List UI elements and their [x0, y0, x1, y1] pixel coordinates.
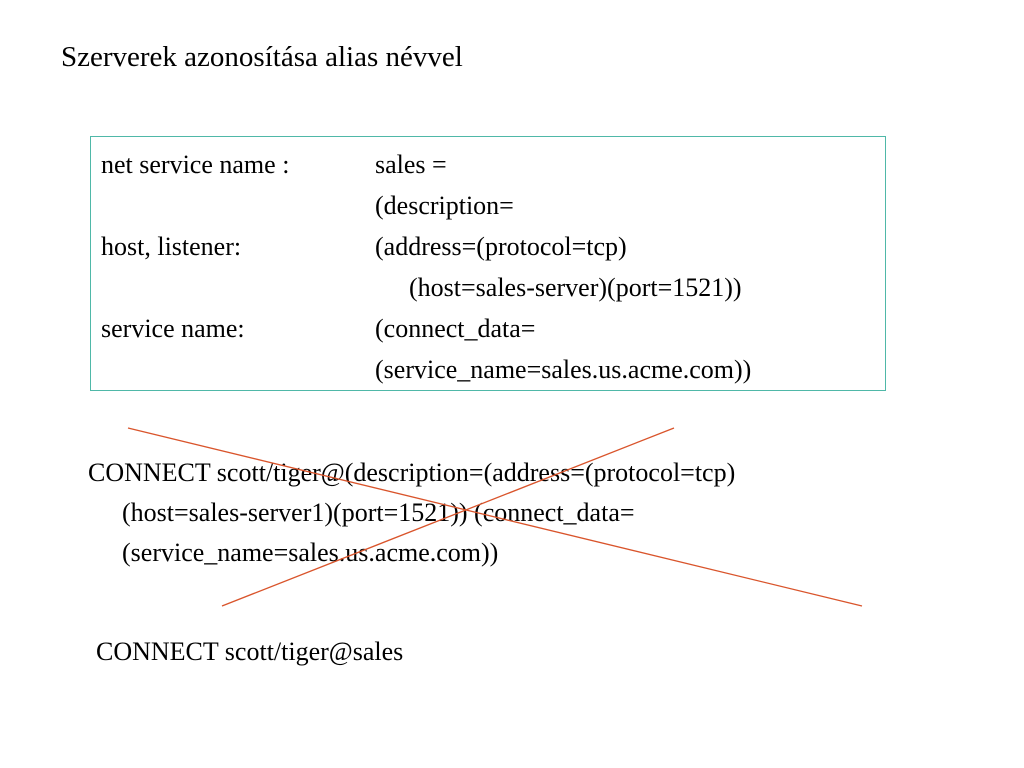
config-value-line-2: (description=: [375, 191, 514, 220]
connect-long-line-3: (service_name=sales.us.acme.com)): [122, 538, 499, 567]
config-value-line-5: (connect_data=: [375, 314, 536, 343]
config-value-line-1: sales =: [375, 150, 447, 179]
connect-full-descriptor: CONNECT scott/tiger@(description=(addres…: [88, 453, 968, 573]
label-service-name: service name:: [101, 314, 245, 343]
connect-alias-command: CONNECT scott/tiger@sales: [96, 637, 404, 666]
connect-long-line-2: (host=sales-server1)(port=1521)) (connec…: [122, 498, 635, 527]
label-net-service-name: net service name :: [101, 150, 290, 179]
config-value-line-3: (address=(protocol=tcp): [375, 232, 627, 261]
label-host-listener: host, listener:: [101, 232, 242, 261]
tnsnames-config-box: net service name : sales = (description=…: [90, 136, 886, 391]
config-value-line-4: (host=sales-server)(port=1521)): [409, 273, 742, 302]
connect-long-line-1: CONNECT scott/tiger@(description=(addres…: [88, 458, 736, 487]
slide-title: Szerverek azonosítása alias névvel: [61, 41, 463, 73]
config-value-line-6: (service_name=sales.us.acme.com)): [375, 355, 752, 384]
